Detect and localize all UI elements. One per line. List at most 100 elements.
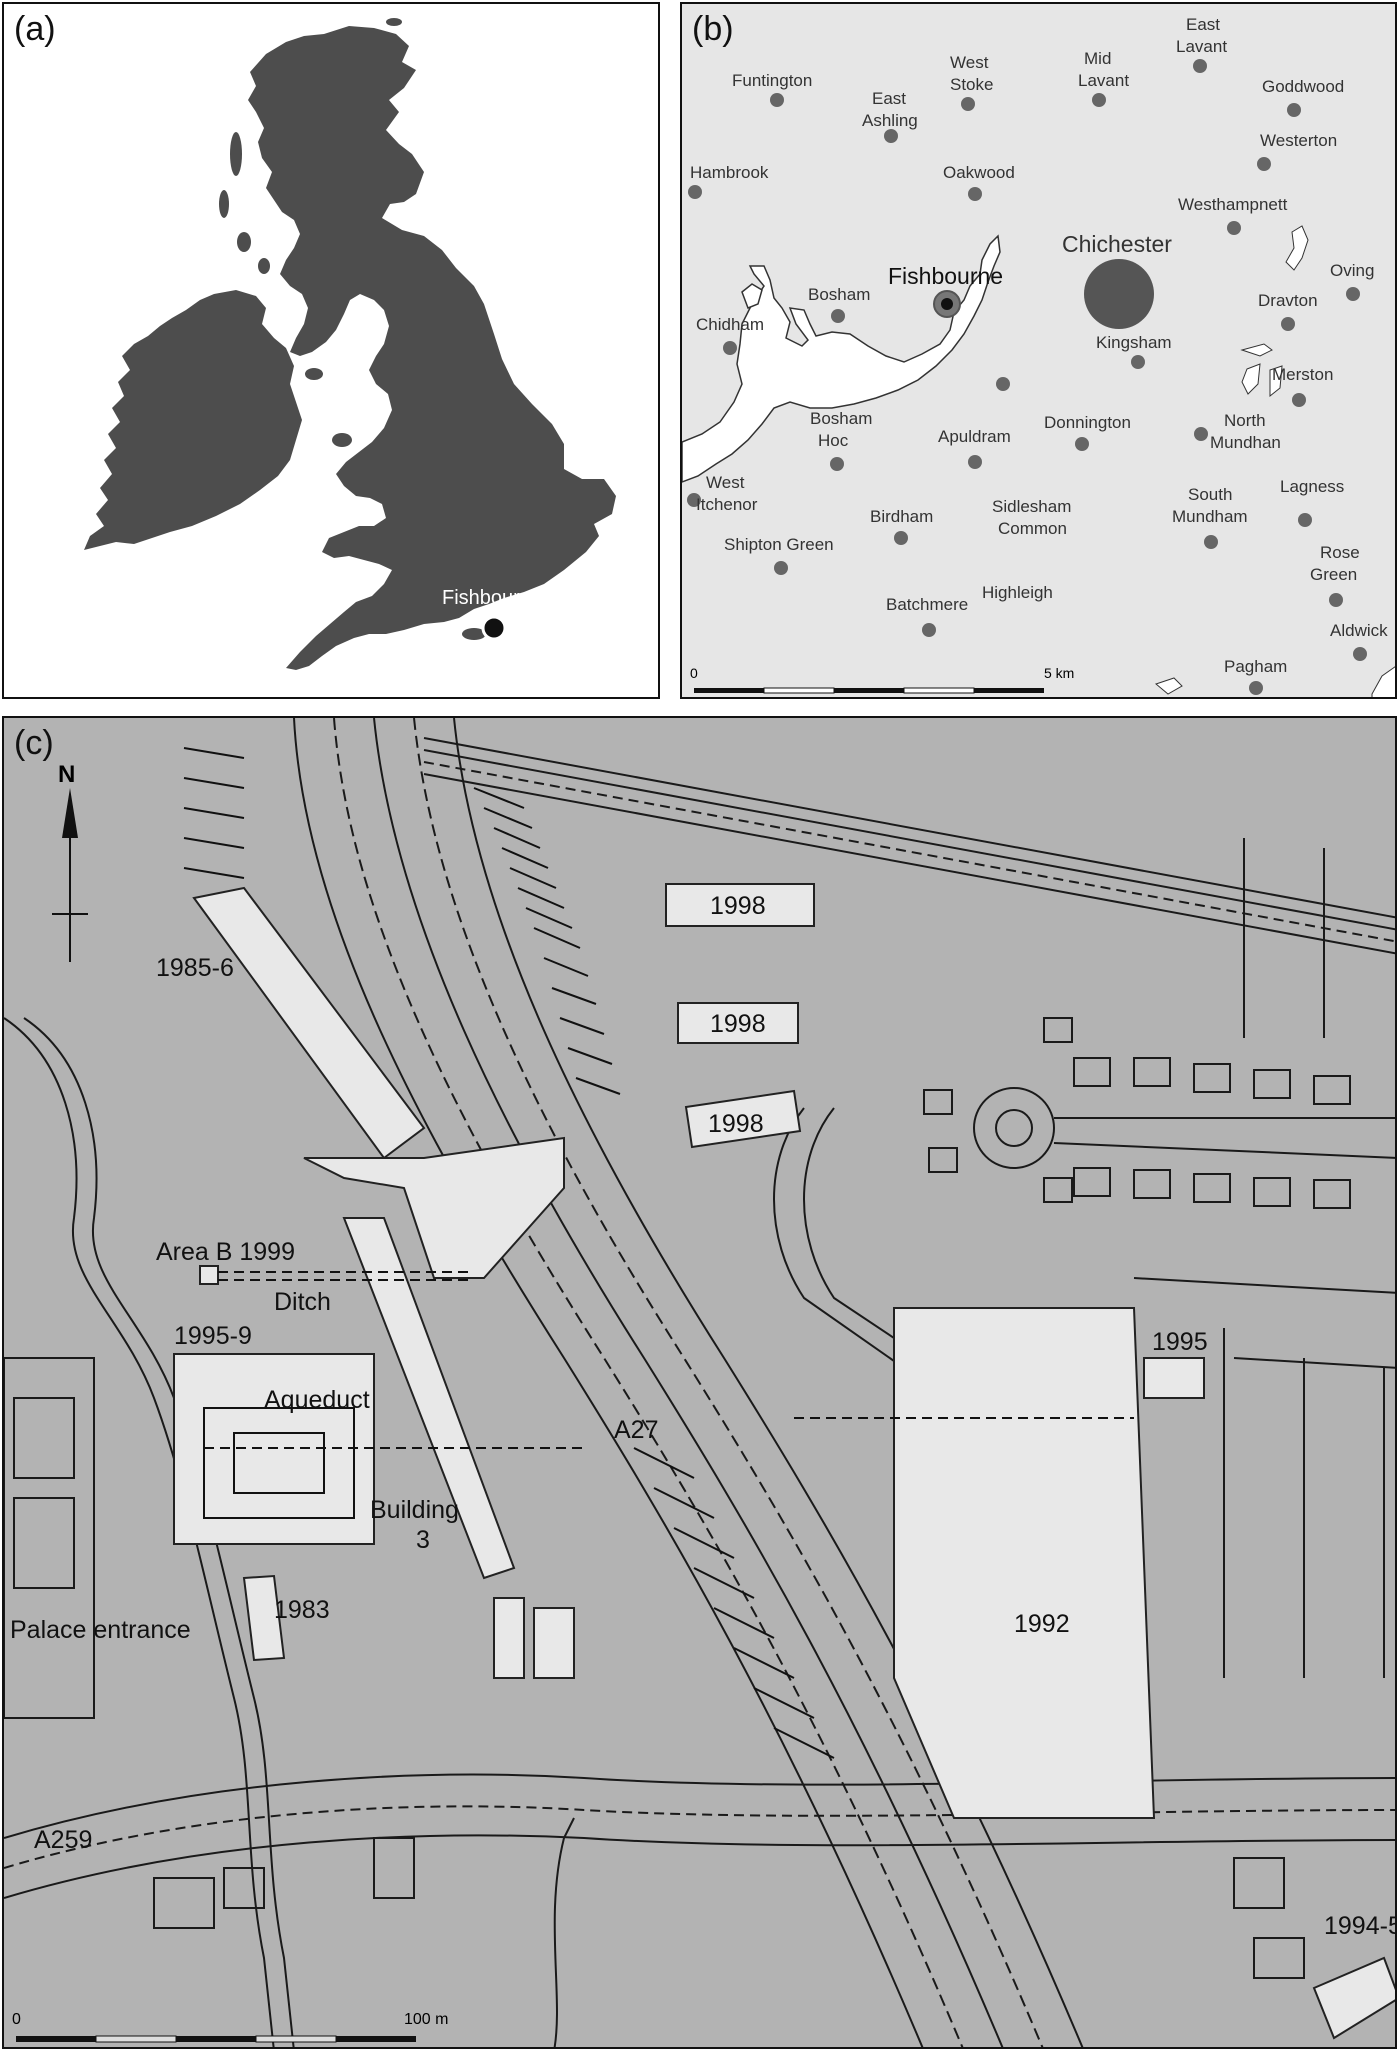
scale-start-c: 0 (12, 2011, 21, 2028)
label-bosham-b: Bosham (810, 409, 872, 428)
panel-a-british-isles-map: (a) Fishbourne (2, 2, 660, 699)
dot-lagness (1298, 513, 1312, 527)
panel-a-label: (a) (14, 10, 56, 48)
house-6 (1073, 1167, 1111, 1197)
excavation-1998a (665, 883, 815, 927)
dot-westhampnett (1227, 221, 1241, 235)
dot-westerton (1257, 157, 1271, 171)
label-east-2: East (1186, 15, 1220, 34)
dot-apuldram (968, 455, 982, 469)
house-5 (1313, 1075, 1351, 1105)
scale-start-b: 0 (690, 665, 698, 681)
label-pagham: Pagham (1224, 657, 1287, 676)
place-dots (687, 59, 1367, 695)
a27-edge-1 (293, 718, 924, 2047)
house-10 (1313, 1179, 1351, 1209)
house-7 (1133, 1169, 1171, 1199)
label-1995-9: 1995-9 (174, 1322, 252, 1350)
label-hambrook: Hambrook (690, 163, 769, 182)
house-4 (1253, 1069, 1291, 1099)
panel-b-label: (b) (692, 10, 734, 48)
fishbourne-core (941, 298, 953, 310)
dot-extra (996, 377, 1010, 391)
south-building-5 (1253, 1937, 1305, 1979)
chichester-circle (1084, 259, 1154, 329)
south-building-2 (223, 1867, 265, 1909)
label-building-3: 3 (416, 1526, 430, 1554)
marsh-3 (1269, 365, 1283, 398)
local-area-svg: Funtington East Ashling West Stoke Mid L… (682, 15, 1395, 697)
label-westerton: Westerton (1260, 131, 1337, 150)
house-3 (1193, 1063, 1231, 1093)
label-stoke: Stoke (950, 75, 993, 94)
dot-shipton-green (774, 561, 788, 575)
label-mundham: Mundham (1172, 507, 1248, 526)
isle-of-man (305, 368, 323, 380)
label-donnington: Donnington (1044, 413, 1131, 432)
a27-edge-2 (333, 718, 964, 2047)
dot-pagham (1249, 681, 1263, 695)
label-common: Common (998, 519, 1067, 538)
label-1995: 1995 (1152, 1328, 1208, 1356)
ireland-landmass (84, 290, 302, 550)
hebrides-1 (230, 132, 242, 176)
palace-wall-3 (13, 1497, 75, 1589)
house-11 (923, 1089, 953, 1115)
label-lavant: Lavant (1078, 71, 1129, 90)
label-1983: 1983 (274, 1596, 330, 1624)
label-1998b: 1998 (710, 1010, 766, 1038)
dot-mid-lavant (1092, 93, 1106, 107)
building-3-outer (203, 1407, 355, 1519)
panel-c-label: (c) (14, 724, 54, 762)
dot-bosham (831, 309, 845, 323)
label-ditch: Ditch (274, 1288, 331, 1316)
dot-east-lavant (1193, 59, 1207, 73)
label-batchmere: Batchmere (886, 595, 968, 614)
a259-road-2 (4, 1805, 1395, 1869)
label-1992: 1992 (1014, 1610, 1070, 1638)
roundabout-inner (995, 1109, 1033, 1147)
a27-edge-3 (373, 718, 1004, 2047)
label-lavant-2: Lavant (1176, 37, 1227, 56)
cul-de-sac-road-2 (803, 1107, 925, 1359)
label-1994-5: 1994-5 (1324, 1912, 1397, 1940)
label-aldwick: Aldwick (1330, 621, 1388, 640)
excavation-area-b (199, 1265, 219, 1285)
excavation-1992 (893, 1307, 1156, 1819)
dot-merston (1292, 393, 1306, 407)
label-oakwood: Oakwood (943, 163, 1015, 182)
label-lagness: Lagness (1280, 477, 1344, 496)
anglesey (332, 433, 352, 447)
label-hoc: Hoc (818, 431, 849, 450)
label-birdham: Birdham (870, 507, 933, 526)
dot-funtington (770, 93, 784, 107)
dot-west-itchenor (687, 493, 701, 507)
label-funtington: Funtington (732, 71, 812, 90)
scale-end-b: 5 km (1044, 665, 1074, 681)
excavation-1998b (677, 1002, 799, 1044)
great-britain-landmass (248, 26, 616, 670)
label-kingsham: Kingsham (1096, 333, 1172, 352)
label-1985-6: 1985-6 (156, 954, 234, 982)
isle-of-wight (462, 628, 486, 640)
excavation-1998c (684, 1089, 802, 1149)
excavation-1995 (1143, 1357, 1205, 1399)
palace-wall-1 (4, 1357, 95, 1719)
label-ashling: Ashling (862, 111, 918, 130)
cul-de-sac-road (773, 1107, 905, 1369)
dot-oakwood (968, 187, 982, 201)
house-9 (1253, 1177, 1291, 1207)
south-stream (553, 1817, 575, 2047)
a259-road-3 (4, 1834, 1395, 1899)
label-oving: Oving (1330, 261, 1374, 280)
dot-kingsham (1131, 355, 1145, 369)
label-merston: Merston (1272, 365, 1333, 384)
label-chichester: Chichester (1062, 231, 1172, 257)
coast-pagham (1371, 666, 1395, 697)
marsh-4 (1285, 225, 1309, 271)
label-aqueduct: Aqueduct (264, 1386, 370, 1414)
dot-birdham (894, 531, 908, 545)
panel-b-local-area-map: (b) (680, 2, 1397, 699)
dot-dravton (1281, 317, 1295, 331)
label-a259: A259 (34, 1826, 92, 1854)
